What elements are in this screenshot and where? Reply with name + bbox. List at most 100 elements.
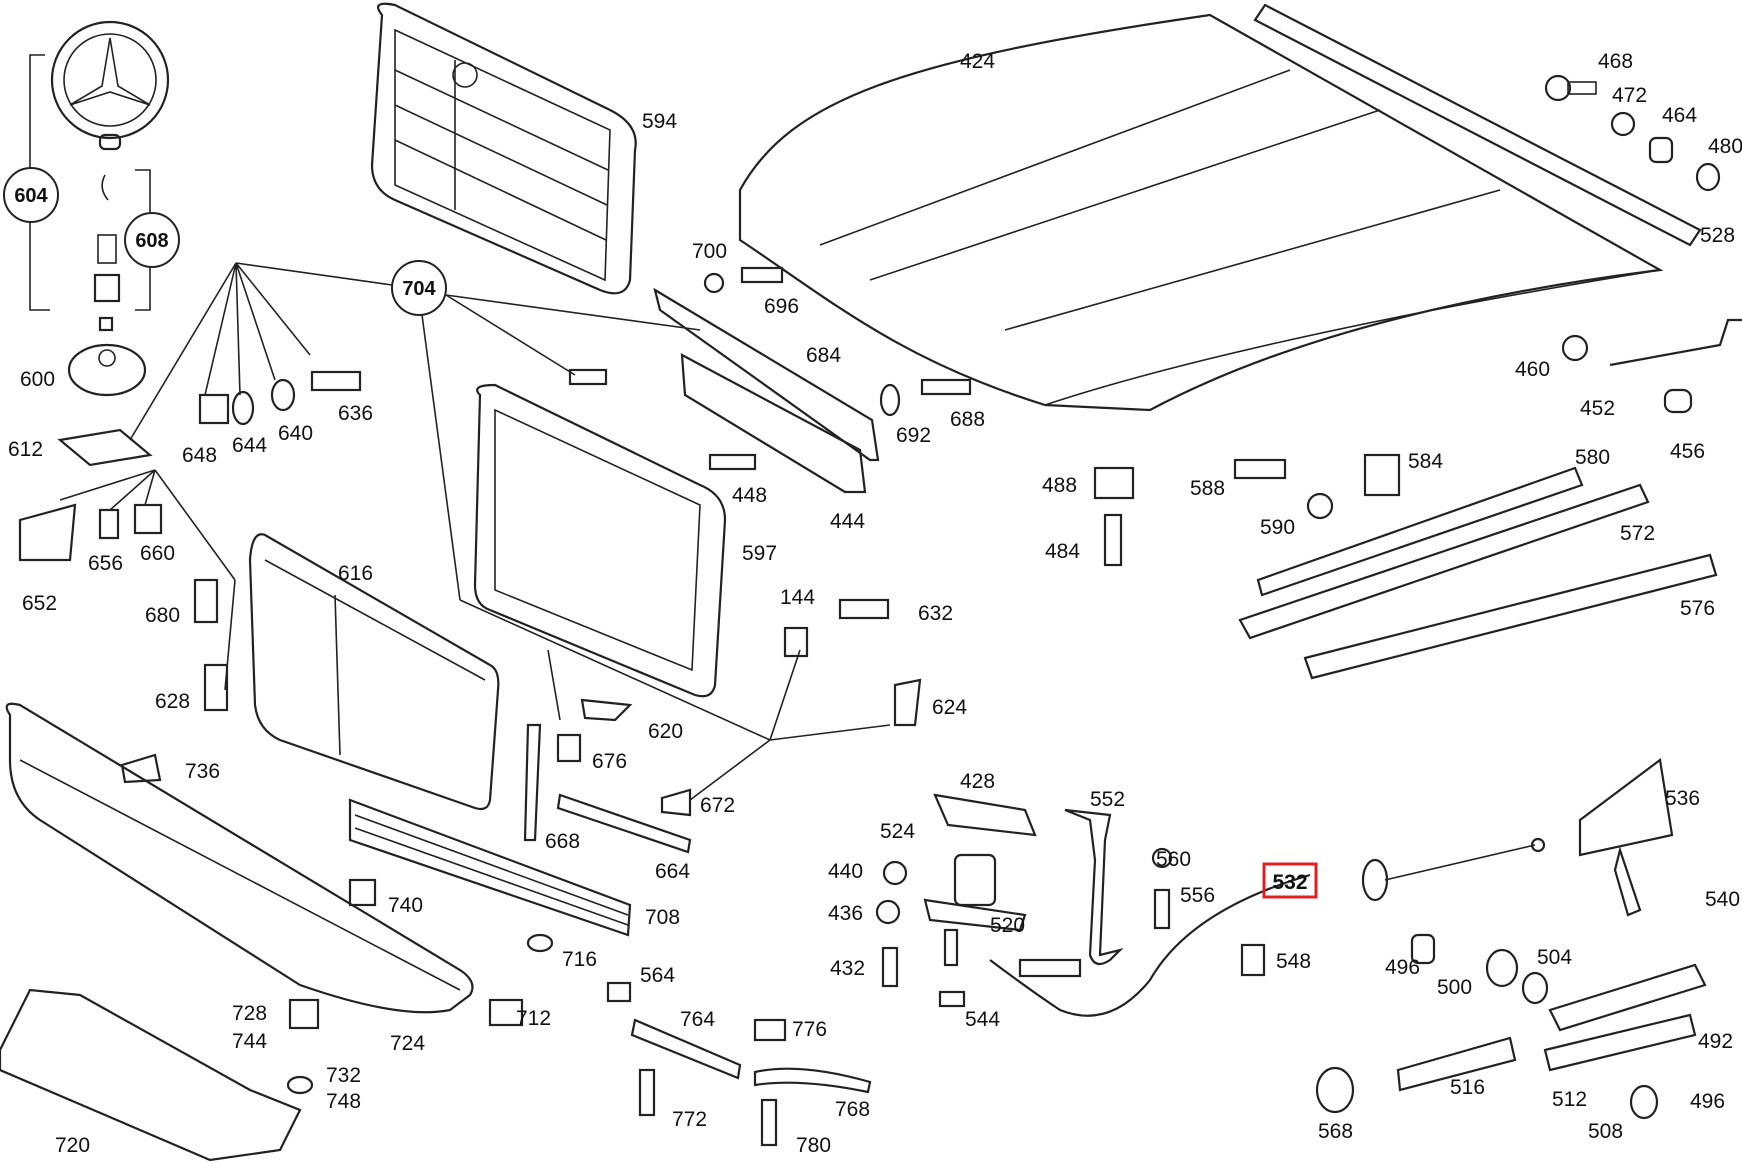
strip-580 bbox=[1256, 466, 1584, 597]
label-692: 692 bbox=[896, 424, 931, 447]
label-560: 560 bbox=[1156, 848, 1191, 871]
misc-fasteners bbox=[18, 266, 1401, 1147]
label-660: 660 bbox=[140, 542, 175, 565]
label-696: 696 bbox=[764, 295, 799, 318]
label-676: 676 bbox=[592, 750, 627, 773]
label-524: 524 bbox=[880, 820, 915, 843]
label-568: 568 bbox=[1318, 1120, 1353, 1143]
label-728: 728 bbox=[232, 1002, 267, 1025]
label-590: 590 bbox=[1260, 516, 1295, 539]
label-644: 644 bbox=[232, 434, 267, 457]
label-512: 512 bbox=[1552, 1088, 1587, 1111]
trim-strip-684 bbox=[653, 287, 880, 462]
label-428: 428 bbox=[960, 770, 995, 793]
label-456: 456 bbox=[1670, 440, 1705, 463]
label-748: 748 bbox=[326, 1090, 361, 1113]
label-636: 636 bbox=[338, 402, 373, 425]
label-572: 572 bbox=[1620, 522, 1655, 545]
label-584: 584 bbox=[1408, 450, 1443, 473]
label-672: 672 bbox=[700, 794, 735, 817]
label-632: 632 bbox=[918, 602, 953, 625]
label-597: 597 bbox=[742, 542, 777, 565]
release-cable-532 bbox=[989, 837, 1546, 1017]
label-680: 680 bbox=[145, 604, 180, 627]
release-lever-536 bbox=[1578, 758, 1674, 917]
label-496: 496 bbox=[1385, 956, 1420, 979]
label-536: 536 bbox=[1665, 787, 1700, 810]
trim-664 bbox=[556, 793, 692, 854]
grille-frame bbox=[473, 383, 727, 698]
label-712: 712 bbox=[516, 1007, 551, 1030]
label-424: 424 bbox=[960, 50, 995, 73]
label-600: 600 bbox=[20, 368, 55, 391]
label-656: 656 bbox=[88, 552, 123, 575]
trim-668 bbox=[523, 723, 542, 842]
label-720: 720 bbox=[55, 1134, 90, 1157]
bracket-444 bbox=[680, 353, 867, 494]
label-700: 700 bbox=[692, 240, 727, 263]
label-652: 652 bbox=[22, 592, 57, 615]
label-620: 620 bbox=[648, 720, 683, 743]
label-616: 616 bbox=[338, 562, 373, 585]
hood-latch-assembly bbox=[875, 793, 1173, 988]
label-736: 736 bbox=[185, 760, 220, 783]
label-588: 588 bbox=[1190, 477, 1225, 500]
highlight-box bbox=[1262, 862, 1318, 899]
callout-704-label: 704 bbox=[402, 278, 436, 300]
part-number-labels: 424 468 472 464 480 528 594 700 696 684 … bbox=[8, 50, 1742, 1157]
label-436: 436 bbox=[828, 902, 863, 925]
label-640: 640 bbox=[278, 422, 313, 445]
label-472: 472 bbox=[1612, 84, 1647, 107]
label-624: 624 bbox=[932, 696, 967, 719]
strip-572 bbox=[1238, 483, 1650, 640]
label-544: 544 bbox=[965, 1008, 1000, 1031]
label-540: 540 bbox=[1705, 888, 1740, 911]
label-464: 464 bbox=[1662, 104, 1697, 127]
label-444: 444 bbox=[830, 510, 865, 533]
strip-576 bbox=[1303, 553, 1718, 680]
label-488: 488 bbox=[1042, 474, 1077, 497]
label-776: 776 bbox=[792, 1018, 827, 1041]
label-580: 580 bbox=[1575, 446, 1610, 469]
label-516: 516 bbox=[1450, 1076, 1485, 1099]
label-144: 144 bbox=[780, 586, 815, 609]
callout-608-label: 608 bbox=[135, 230, 168, 252]
label-480: 480 bbox=[1708, 135, 1742, 158]
label-664: 664 bbox=[655, 860, 690, 883]
label-708: 708 bbox=[645, 906, 680, 929]
label-764: 764 bbox=[680, 1008, 715, 1031]
label-648: 648 bbox=[182, 444, 217, 467]
hood-seal-strip bbox=[1253, 3, 1702, 247]
label-564: 564 bbox=[640, 964, 675, 987]
label-780: 780 bbox=[796, 1134, 831, 1157]
label-528: 528 bbox=[1700, 224, 1735, 247]
lower-grille-708 bbox=[348, 798, 632, 937]
label-468: 468 bbox=[1598, 50, 1633, 73]
front-bumper bbox=[5, 702, 474, 1014]
label-768: 768 bbox=[835, 1098, 870, 1121]
label-772: 772 bbox=[672, 1108, 707, 1131]
lamp-grille-616 bbox=[248, 533, 500, 811]
label-440: 440 bbox=[828, 860, 863, 883]
label-492: 492 bbox=[1698, 1030, 1733, 1053]
label-740: 740 bbox=[388, 894, 423, 917]
label-484: 484 bbox=[1045, 540, 1080, 563]
label-452: 452 bbox=[1580, 397, 1615, 420]
label-460: 460 bbox=[1515, 358, 1550, 381]
label-716: 716 bbox=[562, 948, 597, 971]
label-732: 732 bbox=[326, 1064, 361, 1087]
label-594: 594 bbox=[642, 110, 677, 133]
highlighted-label-532: 532 bbox=[1272, 871, 1307, 894]
label-556: 556 bbox=[1180, 884, 1215, 907]
label-504: 504 bbox=[1537, 946, 1572, 969]
callout-608: 608 bbox=[124, 212, 180, 268]
label-520: 520 bbox=[990, 914, 1025, 937]
label-548: 548 bbox=[1276, 950, 1311, 973]
label-500: 500 bbox=[1437, 976, 1472, 999]
label-724: 724 bbox=[390, 1032, 425, 1055]
label-496b: 496 bbox=[1690, 1090, 1725, 1113]
label-688: 688 bbox=[950, 408, 985, 431]
label-628: 628 bbox=[155, 690, 190, 713]
